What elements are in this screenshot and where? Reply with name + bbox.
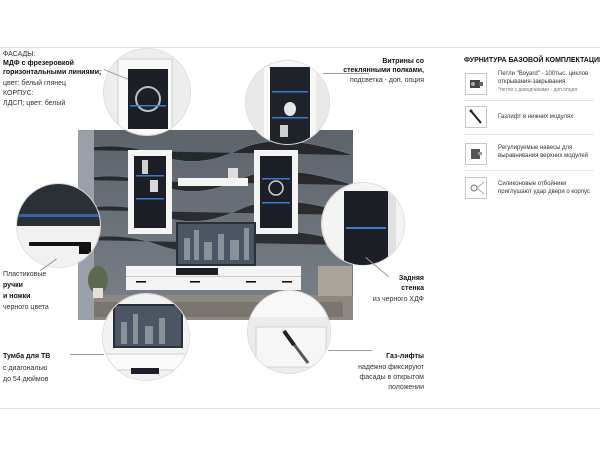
handles-detail-image xyxy=(17,184,100,267)
facades-line-2: горизонтальными линиями; xyxy=(3,69,102,76)
tv-line-2: с диагональю xyxy=(3,365,48,372)
hardware-separator-2 xyxy=(464,134,594,135)
tv-stand-detail-circle xyxy=(102,293,190,381)
facade-detail-image xyxy=(104,49,190,135)
bottom-divider xyxy=(0,408,600,409)
handles-detail-circle xyxy=(16,183,101,268)
tv-line-3: до 54 дюймов xyxy=(3,376,49,383)
handles-line-4: черного цвета xyxy=(3,304,49,311)
facades-line-3: цвет: белый глянец xyxy=(3,80,67,87)
hardware-item-2-line-1: Газлифт в нижних модулях xyxy=(498,114,574,120)
vitrine-detail-image xyxy=(246,61,329,144)
room-photo xyxy=(78,130,353,320)
back-wall-detail-circle xyxy=(321,182,405,266)
back-wall-line-2: стенка xyxy=(401,285,424,292)
body-line-1: ЛДСП; цвет: белый xyxy=(3,100,66,107)
hardware-item-3-line-2: выравнивания верхних модулей xyxy=(498,153,589,159)
hinge-icon xyxy=(465,73,487,95)
hardware-item-1-note: *петли с доводчиками - доп.опция xyxy=(498,87,578,93)
gaslift-line-3: фасады в открытом xyxy=(359,374,424,381)
leader-gaslift xyxy=(328,350,372,351)
bumper-icon xyxy=(465,177,487,199)
hardware-item-4-line-1: Силиконовые отбойники xyxy=(498,181,567,187)
facades-line-1: МДФ с фрезеровкой xyxy=(3,60,74,67)
vitrine-line-2: стеклянными полками, xyxy=(343,67,424,74)
hardware-item-4-line-2: приглушают удар двери о корпус xyxy=(498,189,590,195)
vitrine-detail-circle xyxy=(245,60,330,145)
back-wall-line-3: из черного ХДФ xyxy=(372,296,424,303)
handles-line-2: ручки xyxy=(3,282,23,289)
top-divider xyxy=(0,47,600,48)
gaslift-icon xyxy=(465,106,487,128)
leader-vitrine xyxy=(323,73,369,74)
facades-title: ФАСАДЫ: xyxy=(3,51,36,58)
gaslift-detail-circle xyxy=(247,290,331,374)
back-wall-detail-image xyxy=(322,183,404,265)
hardware-separator-1 xyxy=(464,100,594,101)
gaslift-line-1: Газ-лифты xyxy=(386,353,424,360)
hardware-title: ФУРНИТУРА БАЗОВОЙ КОМПЛЕКТАЦИИ: xyxy=(464,57,600,64)
hardware-item-1-line-1: Петли "Boyard" - 100тыс. циклов xyxy=(498,71,589,77)
body-title: КОРПУС: xyxy=(3,90,34,97)
hardware-separator-3 xyxy=(464,170,594,171)
handles-line-1: Пластиковые xyxy=(3,271,47,278)
tv-stand-detail-image xyxy=(103,294,189,380)
gaslift-detail-image xyxy=(248,291,330,373)
gaslift-line-2: надежно фиксируют xyxy=(358,364,424,371)
gaslift-line-4: положении xyxy=(388,384,424,391)
facade-detail-circle xyxy=(103,48,191,136)
vitrine-line-1: Витрины со xyxy=(382,58,424,65)
back-wall-line-1: Задняя xyxy=(398,275,424,282)
hardware-item-3-line-1: Регулируемые навесы для xyxy=(498,145,573,151)
leader-tv xyxy=(70,354,104,355)
vitrine-line-3: подсветка - доп. опция xyxy=(349,77,424,84)
hanger-icon xyxy=(465,143,487,165)
handles-line-3: и ножки xyxy=(3,293,31,300)
hardware-item-1-line-2: открывания-закрывания xyxy=(498,79,566,85)
tv-line-1: Тумба для ТВ xyxy=(3,353,51,360)
furniture-illustration xyxy=(78,130,353,320)
